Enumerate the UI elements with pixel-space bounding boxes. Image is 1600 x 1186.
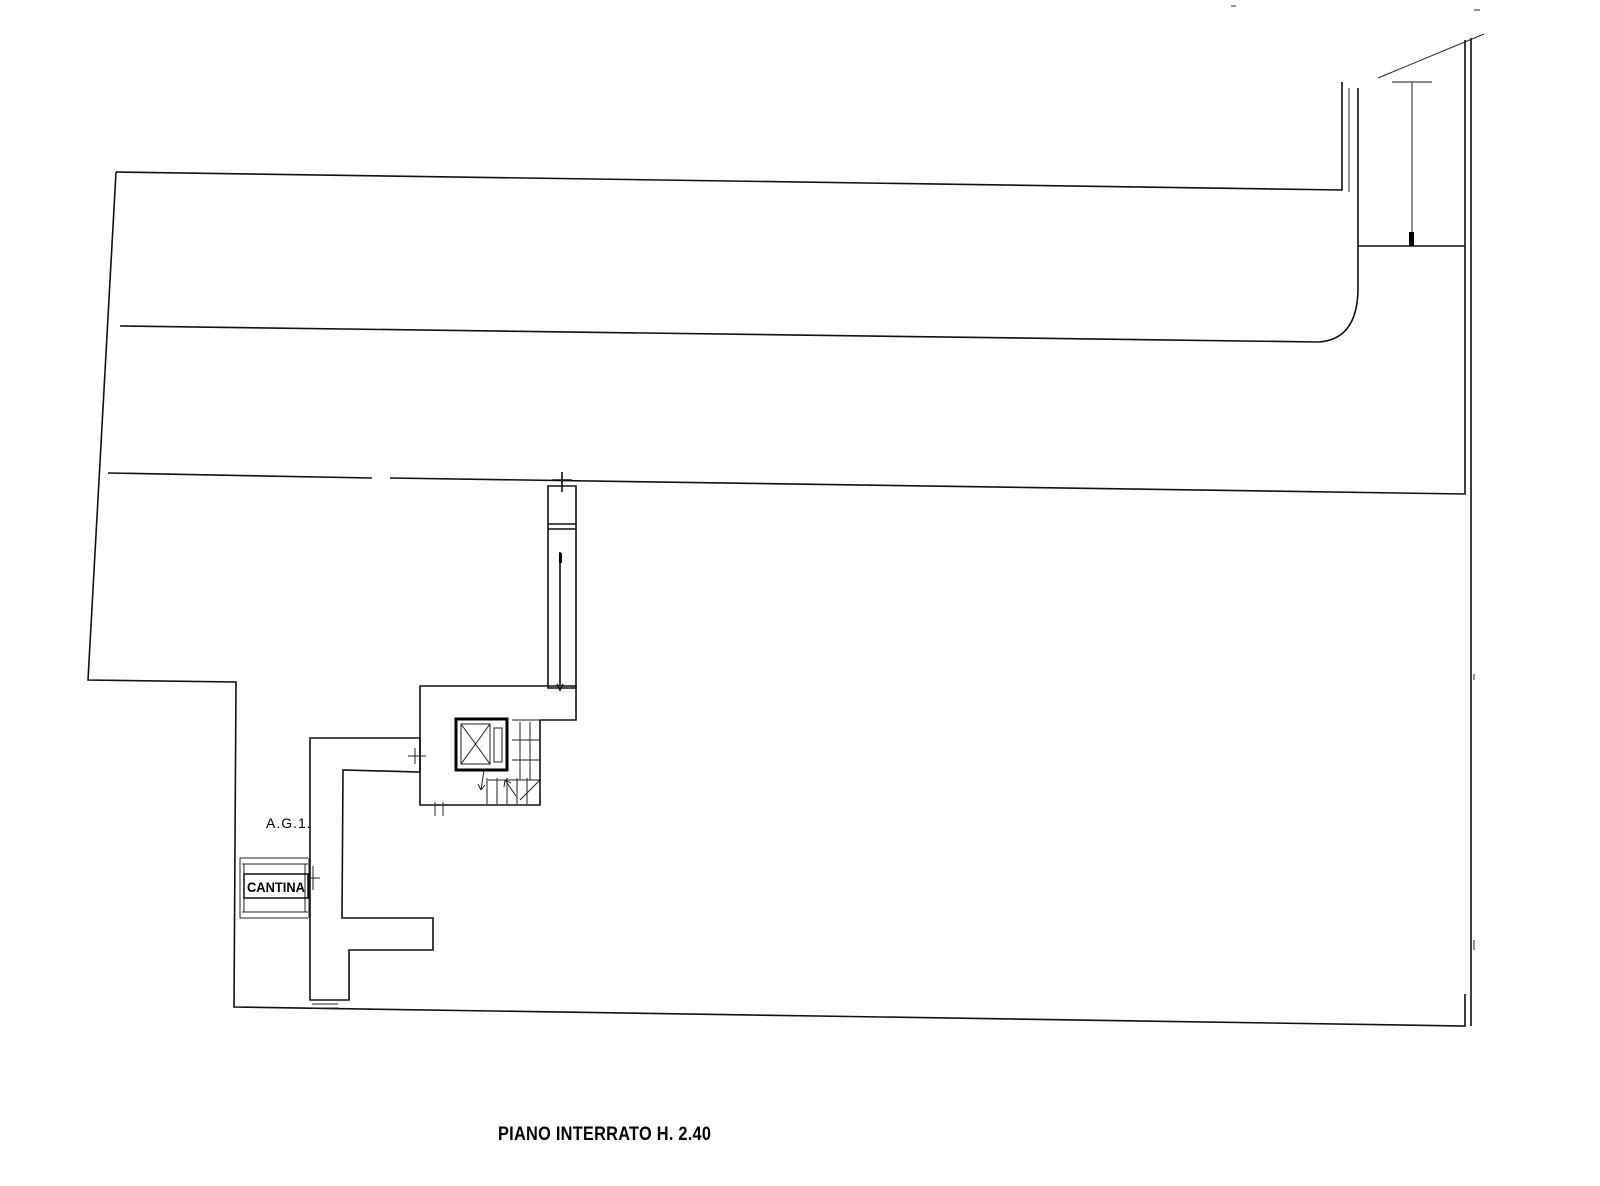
boundary-ticks [1231, 5, 1480, 950]
gate-post [1409, 232, 1414, 246]
cellar-corridor [309, 737, 434, 1001]
duct-shaft [547, 472, 577, 692]
cantina-label: CANTINA [247, 879, 305, 895]
entrance-ramp [1348, 33, 1485, 240]
elevator-cabin [454, 717, 509, 772]
shaft-mark [559, 553, 562, 563]
upper-driveway [119, 88, 1465, 343]
staircase-icon [477, 719, 541, 804]
unit-id-label: A.G.1. [266, 815, 312, 831]
plan-title: PIANO INTERRATO H. 2.40 [498, 1124, 712, 1145]
elevator-cross-icon [460, 723, 503, 765]
door-marks [312, 748, 444, 1009]
lower-band-line [107, 246, 1466, 495]
cantina-label-box [243, 873, 309, 899]
outer-wall-outline [87, 38, 1472, 1027]
stair-core [419, 685, 577, 806]
